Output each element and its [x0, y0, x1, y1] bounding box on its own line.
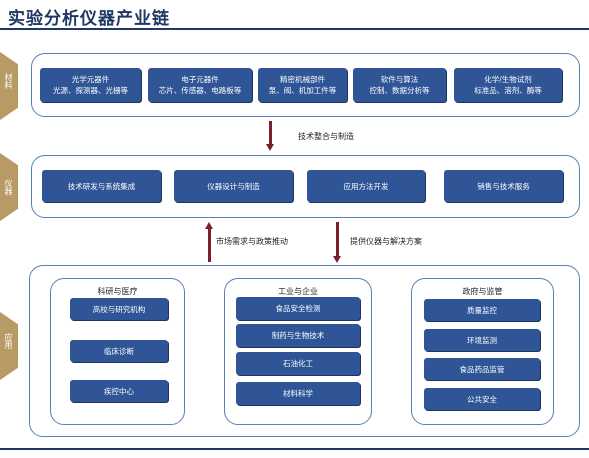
downstream-node-quality: 质量监控 — [424, 299, 540, 321]
arrow-label-supply: 提供仪器与解决方案 — [350, 237, 422, 246]
upstream-node-software: 软件与算法 控制、数据分析等 — [353, 68, 446, 102]
side-tab-midstream — [0, 153, 18, 221]
downstream-node-materials: 材料科学 — [236, 382, 360, 405]
side-tab-downstream — [0, 312, 18, 380]
downstream-node-clinical: 临床诊断 — [70, 340, 168, 362]
side-label-upstream: 材料 — [4, 73, 13, 89]
group-title-research-medical: 科研与医疗 — [97, 287, 138, 296]
downstream-node-public-safety: 公共安全 — [424, 388, 540, 410]
bottom-divider — [0, 448, 589, 450]
downstream-node-food-safety: 食品安全检测 — [236, 297, 360, 320]
downstream-node-cdc: 疾控中心 — [70, 380, 168, 402]
group-title-government: 政府与监管 — [462, 287, 503, 296]
title-divider — [0, 28, 589, 30]
midstream-node-sales-service: 销售与技术服务 — [444, 170, 563, 202]
side-label-midstream: 仪器 — [4, 179, 13, 195]
arrow-demand-shaft — [208, 229, 211, 262]
arrow-demand-head — [205, 222, 213, 229]
group-title-industry: 工业与企业 — [278, 287, 318, 296]
upstream-node-electronic: 电子元器件 芯片、传感器、电路板等 — [148, 68, 252, 102]
arrow-label-integration: 技术整合与制造 — [298, 132, 354, 141]
arrow-integration-head — [266, 144, 274, 151]
arrow-supply-shaft — [336, 222, 339, 256]
midstream-node-method-dev: 应用方法开发 — [307, 170, 425, 202]
midstream-node-manufacturing: 仪器设计与制造 — [174, 170, 293, 202]
side-tab-upstream — [0, 52, 18, 120]
upstream-node-mechanical: 精密机械部件 泵、阀、机加工件等 — [258, 68, 347, 102]
downstream-node-pharma: 制药与生物技术 — [236, 324, 360, 347]
page-title: 实验分析仪器产业链 — [8, 9, 170, 29]
midstream-node-rd: 技术研发与系统集成 — [42, 170, 161, 202]
downstream-node-petrochemical: 石油化工 — [236, 352, 360, 375]
arrow-supply-head — [333, 256, 341, 263]
side-label-downstream: 应用 — [4, 333, 13, 349]
arrow-integration-shaft — [269, 121, 272, 144]
upstream-node-reagents: 化学/生物试剂 标准品、溶剂、酶等 — [454, 68, 562, 102]
arrow-label-demand: 市场需求与政策推动 — [216, 237, 288, 246]
downstream-node-food-drug-regulation: 食品药品监管 — [424, 358, 540, 380]
downstream-node-environment: 环境监测 — [424, 329, 540, 351]
upstream-node-optical: 光学元器件 光源、探测器、光栅等 — [40, 68, 141, 102]
downstream-node-universities: 高校与研究机构 — [70, 298, 168, 320]
